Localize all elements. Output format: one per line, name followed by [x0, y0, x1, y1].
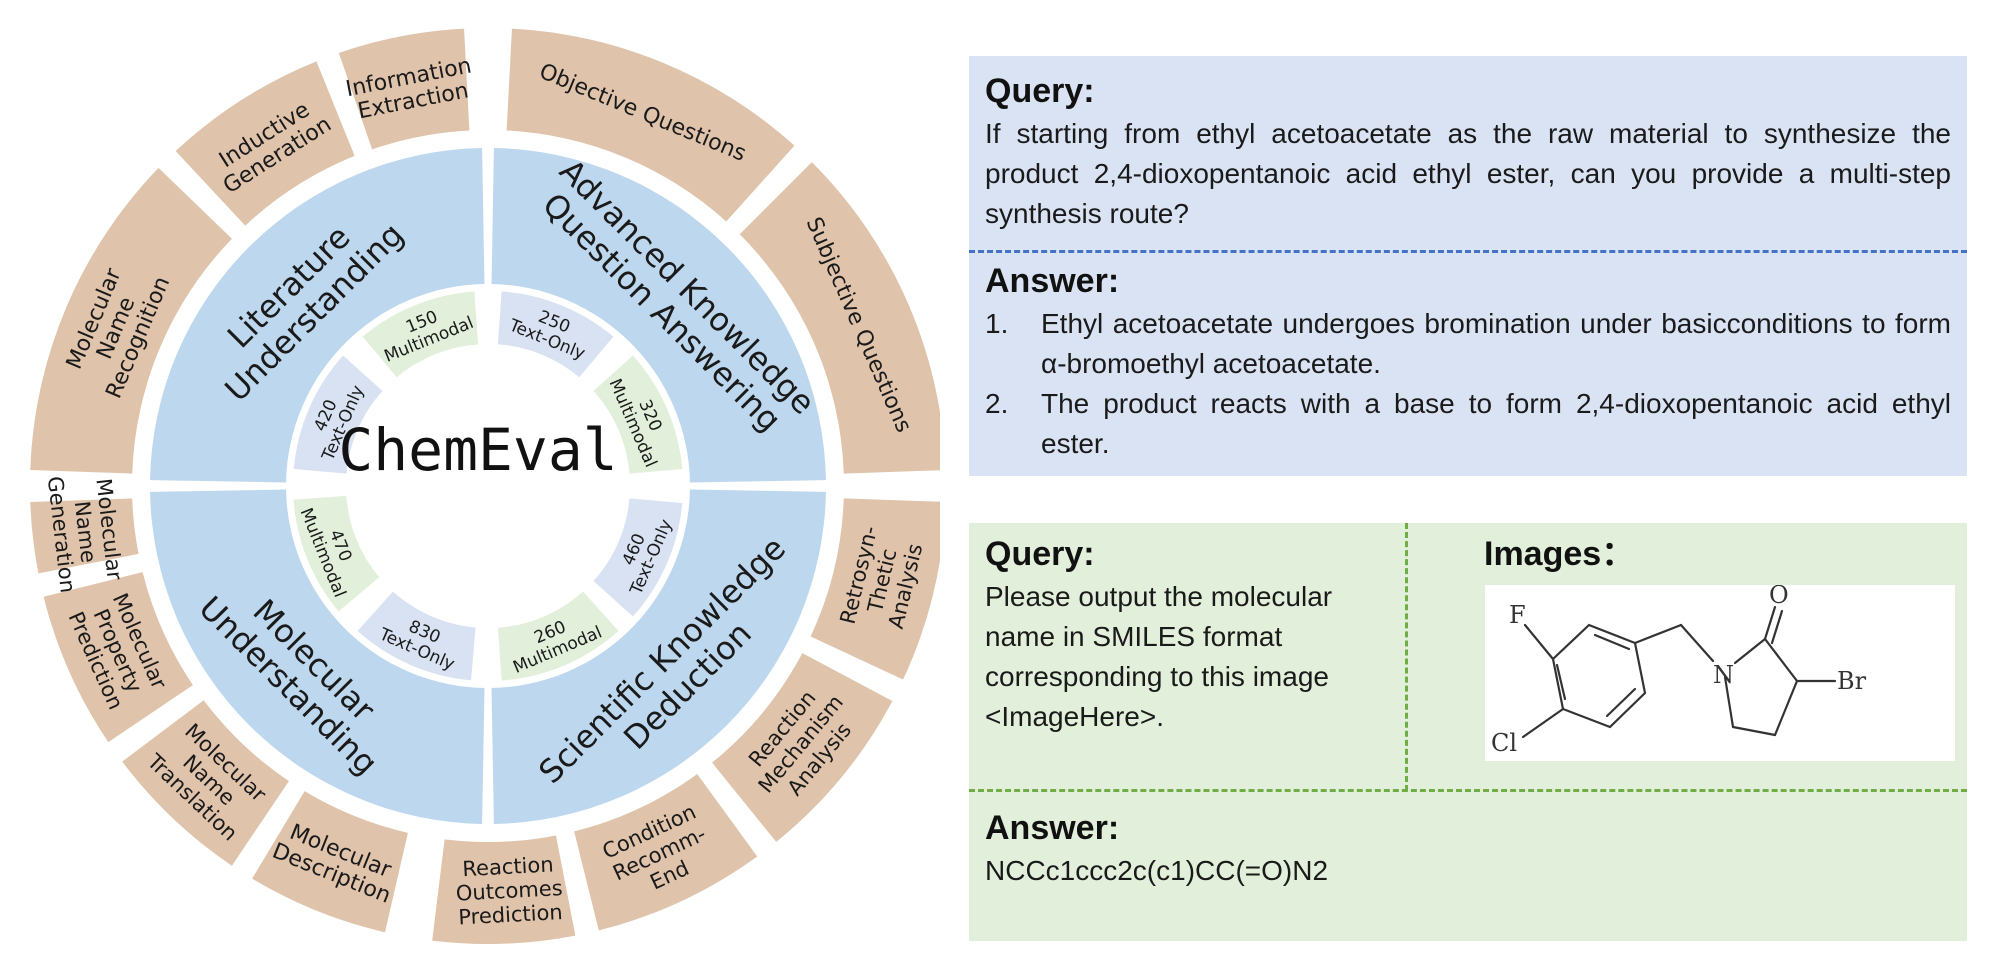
answer-item-text: Ethyl acetoacetate undergoes bromination…	[1041, 308, 1951, 379]
answer-label: Answer:	[985, 262, 1120, 300]
outer-category-segment	[810, 498, 940, 680]
outer-category-segment	[739, 162, 940, 474]
atom-cl: Cl	[1491, 729, 1517, 757]
molecule-structure: F Cl N O Br	[1491, 581, 1867, 757]
subset-count-segment	[593, 498, 683, 617]
example-text-qa-panel: Query: If starting from ethyl acetoaceta…	[969, 56, 1967, 476]
answer-item-number: 2.	[985, 388, 1009, 419]
query-label: Query:	[985, 72, 1095, 110]
example-multimodal-panel: Query: Please output the molecular name …	[969, 523, 1967, 941]
chemeval-wheel: MolecularNameRecognitionInductiveGenerat…	[30, 28, 940, 944]
atom-n: N	[1713, 661, 1734, 689]
dash-dot-divider	[969, 250, 1967, 253]
subset-count-segment	[497, 591, 619, 681]
subset-count-segment	[362, 291, 479, 378]
outer-category-segment	[574, 774, 758, 931]
center-title: ChemEval	[338, 416, 617, 484]
outer-category-segment	[30, 167, 232, 474]
subset-count-segment	[357, 591, 476, 681]
query-section: Query: If starting from ethyl acetoaceta…	[985, 68, 1951, 234]
query-label: Query:	[985, 535, 1095, 573]
answer-list: 1. Ethyl acetoacetate undergoes brominat…	[985, 304, 1951, 464]
outer-category-segment	[712, 653, 893, 842]
main-category-segment	[150, 489, 485, 824]
outer-category-segment	[432, 835, 576, 944]
answer-section: Answer: NCCc1ccc2c(c1)CC(=O)N2	[985, 805, 1951, 891]
answer-text: NCCc1ccc2c(c1)CC(=O)N2	[985, 855, 1329, 886]
answer-item: 2. The product reacts with a base to for…	[985, 384, 1951, 464]
outer-category-segment	[122, 700, 289, 866]
subset-count-segment	[497, 291, 614, 378]
subset-count-segment	[293, 355, 383, 474]
outer-category-segment	[43, 572, 193, 743]
answer-label: Answer:	[985, 809, 1120, 847]
atom-o: O	[1769, 585, 1789, 609]
molecule-image: F Cl N O Br	[1485, 581, 1955, 761]
main-category-segment	[491, 489, 826, 824]
images-label: Images：	[1484, 535, 1636, 573]
horizontal-divider	[969, 789, 1967, 792]
query-text: Please output the molecular name in SMIL…	[985, 581, 1333, 732]
query-text: If starting from ethyl acetoacetate as t…	[985, 118, 1951, 229]
atom-br: Br	[1837, 667, 1867, 695]
answer-section: Answer: 1. Ethyl acetoacetate undergoes …	[985, 258, 1951, 464]
outer-category-segment	[506, 28, 795, 222]
vertical-divider	[1405, 523, 1408, 791]
outer-category-label: MolecularNameGeneration	[43, 470, 128, 595]
answer-item-text: The product reacts with a base to form 2…	[1041, 388, 1951, 459]
outer-category-segment	[252, 791, 408, 933]
answer-item: 1. Ethyl acetoacetate undergoes brominat…	[985, 304, 1951, 384]
main-category-segment	[150, 148, 485, 483]
subset-count-segment	[593, 355, 683, 474]
atom-f: F	[1509, 601, 1526, 629]
outer-category-segment	[338, 28, 470, 150]
outer-category-label: ReactionOutcomesPrediction	[454, 852, 564, 929]
answer-item-number: 1.	[985, 308, 1009, 339]
outer-category-segment	[30, 498, 139, 574]
query-section: Query: Please output the molecular name …	[985, 531, 1395, 737]
subset-count-segment	[293, 495, 380, 612]
main-category-segment	[491, 148, 826, 483]
outer-category-segment	[175, 61, 355, 226]
